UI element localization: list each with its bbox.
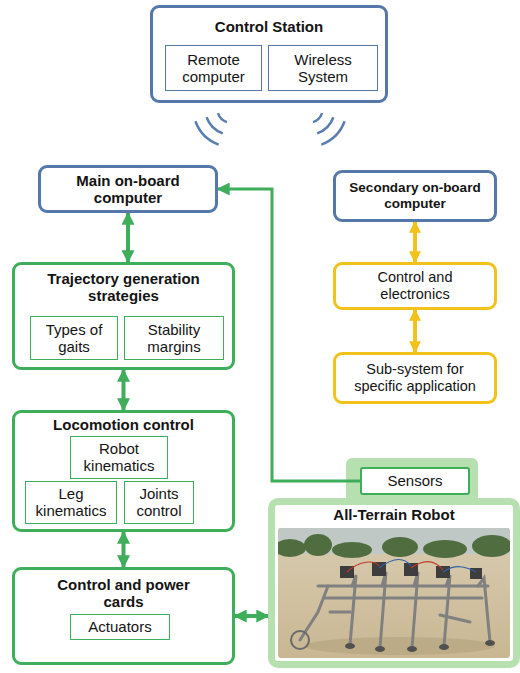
robot-frame: All-Terrain Robot xyxy=(268,498,520,668)
wave-arc xyxy=(207,117,223,133)
connector-arrow xyxy=(126,213,130,262)
box-label: Actuators xyxy=(88,618,151,635)
component-box: Types of gaits xyxy=(30,316,118,360)
wave-arc xyxy=(317,117,333,133)
box-label: Sub-system for specific application xyxy=(341,361,489,394)
connector-arrow xyxy=(122,370,126,410)
control-station-box: Control StationRemote computer Wireless S… xyxy=(150,5,388,103)
process-box: Sub-system for specific application xyxy=(333,352,497,404)
box-label: Types of gaits xyxy=(36,321,112,356)
component-box: Wireless System xyxy=(268,45,378,91)
box-heading: Control and power cards xyxy=(45,576,202,611)
box-label: Main on-board computer xyxy=(59,172,197,207)
box-label: Control and electronics xyxy=(341,269,489,302)
component-box: Remote computer xyxy=(165,45,262,91)
box-label: Sensors xyxy=(387,472,442,489)
component-box: Joints control xyxy=(124,481,194,524)
connector-arrow xyxy=(218,189,360,481)
wireless-waves xyxy=(195,113,344,145)
box-heading: Locomotion control xyxy=(21,416,226,433)
component-box: Actuators xyxy=(70,614,170,640)
module-box: Trajectory generation strategiesTypes of… xyxy=(12,262,235,370)
computer-box: Secondary on-board computer xyxy=(333,170,497,222)
shadow xyxy=(305,637,495,655)
wave-arc xyxy=(218,113,227,122)
robot-photo xyxy=(278,528,510,658)
component-box: Leg kinematics xyxy=(25,481,117,524)
process-box: Control and electronics xyxy=(333,262,497,310)
module-box: Locomotion controlRobot kinematicsLeg ki… xyxy=(12,410,235,532)
sensor-box: Sensors xyxy=(360,467,470,495)
computer-box: Main on-board computer xyxy=(38,165,218,213)
robot-frame xyxy=(300,572,490,648)
box-label: Remote computer xyxy=(171,51,256,86)
connector-arrow xyxy=(413,222,417,262)
connector-arrow xyxy=(413,310,417,352)
trees xyxy=(278,534,510,558)
cables xyxy=(347,560,476,573)
box-label: Wireless System xyxy=(274,51,372,86)
feet xyxy=(291,631,495,652)
connector-arrow xyxy=(235,614,268,618)
box-label: Robot kinematics xyxy=(76,440,162,475)
connector-arrow xyxy=(122,532,126,567)
module-box: Control and power cardsActuators xyxy=(12,567,235,665)
wave-arc xyxy=(321,121,344,144)
wave-arc xyxy=(195,121,218,144)
box-label: Secondary on-board computer xyxy=(341,180,489,211)
box-heading: All-Terrain Robot xyxy=(281,506,507,523)
box-label: Joints control xyxy=(130,485,188,520)
electronics xyxy=(340,562,482,579)
box-heading: Control Station xyxy=(159,18,379,35)
box-heading: Trajectory generation strategies xyxy=(21,270,226,305)
component-box: Robot kinematics xyxy=(70,436,168,479)
robot-ground xyxy=(268,498,520,668)
box-label: Stability margins xyxy=(130,321,218,356)
wave-arc xyxy=(313,113,322,122)
box-label: Leg kinematics xyxy=(31,485,111,520)
component-box: Stability margins xyxy=(124,316,224,360)
